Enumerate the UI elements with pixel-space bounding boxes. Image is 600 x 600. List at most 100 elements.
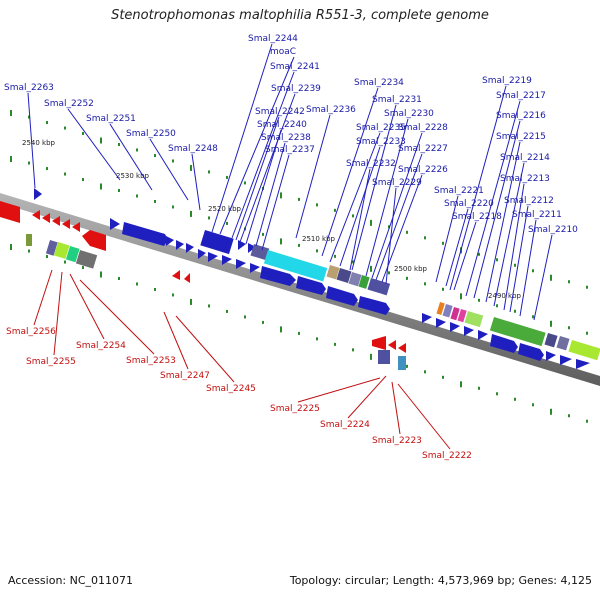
gene-label: Smal_2217 bbox=[496, 91, 546, 101]
feature-arrow bbox=[32, 210, 40, 220]
feature-block bbox=[348, 272, 362, 287]
feature-block bbox=[398, 356, 406, 370]
tick-dot bbox=[370, 219, 372, 226]
leader-line bbox=[503, 183, 525, 311]
tick-dot bbox=[82, 266, 84, 270]
leader-line bbox=[235, 116, 280, 241]
tick-dot bbox=[10, 244, 12, 251]
tick-dot bbox=[280, 326, 282, 333]
tick-dot bbox=[298, 331, 300, 335]
leader-line bbox=[465, 100, 521, 297]
tick-dot bbox=[442, 375, 444, 379]
leader-line bbox=[239, 93, 296, 243]
feature-arrow bbox=[422, 313, 432, 323]
gene-label: Smal_2238 bbox=[261, 133, 311, 143]
tick-dot bbox=[478, 252, 480, 256]
tick-dot bbox=[190, 210, 192, 217]
tick-dot bbox=[244, 315, 246, 319]
leader-line bbox=[219, 56, 295, 235]
tick-dot bbox=[586, 331, 588, 335]
leader-line bbox=[79, 279, 155, 355]
tick-dot bbox=[424, 282, 426, 286]
gene-label: Smal_2215 bbox=[496, 132, 546, 142]
feature-block bbox=[65, 246, 80, 263]
gene-label: Smal_2220 bbox=[444, 199, 494, 209]
feature-block bbox=[489, 317, 546, 347]
tick-dot bbox=[352, 260, 354, 264]
leader-line bbox=[349, 168, 371, 271]
gene-label: Smal_2219 bbox=[482, 76, 532, 86]
tick-dot bbox=[100, 137, 102, 144]
tick-dot bbox=[532, 315, 534, 319]
tick-dot bbox=[532, 269, 534, 273]
tick-dot bbox=[442, 241, 444, 245]
gene-label: Smal_2232 bbox=[346, 159, 396, 169]
tick-dot bbox=[82, 132, 84, 136]
tick-dot bbox=[10, 156, 12, 163]
tick-dot bbox=[190, 164, 192, 171]
feature-arrow bbox=[326, 286, 358, 306]
feature-block bbox=[436, 302, 445, 315]
gene-label: Smal_2245 bbox=[206, 384, 256, 394]
tick-dot bbox=[460, 293, 462, 300]
gene-label: Smal_2225 bbox=[270, 404, 320, 414]
leader-line bbox=[163, 311, 189, 370]
tick-dot bbox=[280, 238, 282, 245]
leader-line bbox=[339, 146, 381, 267]
gene-label: Smal_2242 bbox=[255, 107, 305, 117]
feature-arrow bbox=[42, 213, 50, 223]
feature-arrow bbox=[198, 249, 206, 259]
leader-line bbox=[385, 187, 397, 285]
leader-line bbox=[445, 208, 469, 287]
leader-line bbox=[435, 195, 459, 283]
gene-label: Smal_2255 bbox=[26, 357, 76, 367]
tick-dot bbox=[172, 159, 174, 163]
tick-dot bbox=[190, 298, 192, 305]
leader-line bbox=[245, 129, 282, 245]
feature-block bbox=[556, 335, 570, 351]
feature-arrow bbox=[176, 240, 184, 250]
leader-line bbox=[297, 377, 381, 403]
leader-line bbox=[33, 269, 53, 326]
tick-dot bbox=[10, 110, 12, 117]
gene-label: Smal_2234 bbox=[354, 78, 404, 88]
tick-dot bbox=[352, 214, 354, 218]
gene-label: Smal_2214 bbox=[500, 153, 550, 163]
gene-label: Smal_2216 bbox=[496, 111, 546, 121]
gene-label: Smal_2233 bbox=[356, 137, 406, 147]
feature-block bbox=[336, 268, 352, 283]
tick-dot bbox=[64, 126, 66, 130]
leader-line bbox=[347, 375, 387, 419]
gene-label: Smal_2239 bbox=[271, 84, 321, 94]
tick-dot bbox=[154, 199, 156, 203]
feature-arrow bbox=[122, 222, 168, 246]
gene-label: Smal_2237 bbox=[265, 145, 315, 155]
tick-dot bbox=[460, 381, 462, 388]
leader-line bbox=[67, 108, 121, 181]
feature-arrow bbox=[238, 240, 246, 250]
leader-line bbox=[211, 43, 273, 233]
tick-dot bbox=[424, 370, 426, 374]
feature-arrow bbox=[62, 219, 70, 229]
forward-features bbox=[34, 188, 590, 369]
feature-arrow bbox=[0, 201, 20, 223]
tick-dot bbox=[334, 208, 336, 212]
feature-arrow bbox=[260, 266, 296, 286]
tick-dot bbox=[28, 115, 30, 119]
gene-label: Smal_2251 bbox=[86, 114, 136, 124]
feature-arrow bbox=[34, 188, 42, 200]
feature-block bbox=[45, 240, 58, 256]
topology-text: Topology: circular; Length: 4,573,969 bp… bbox=[289, 574, 592, 587]
gene-label: Smal_2229 bbox=[372, 178, 422, 188]
tick-dot bbox=[424, 236, 426, 240]
tick-dot bbox=[280, 192, 282, 199]
feature-arrow bbox=[110, 218, 120, 230]
feature-arrow bbox=[172, 270, 180, 280]
leader-line bbox=[69, 273, 105, 340]
feature-block bbox=[544, 332, 558, 348]
map-title: Stenotrophomonas maltophilia R551-3, com… bbox=[111, 8, 489, 23]
feature-arrow bbox=[358, 296, 390, 315]
tick-dot bbox=[586, 285, 588, 289]
feature-block bbox=[250, 244, 270, 261]
